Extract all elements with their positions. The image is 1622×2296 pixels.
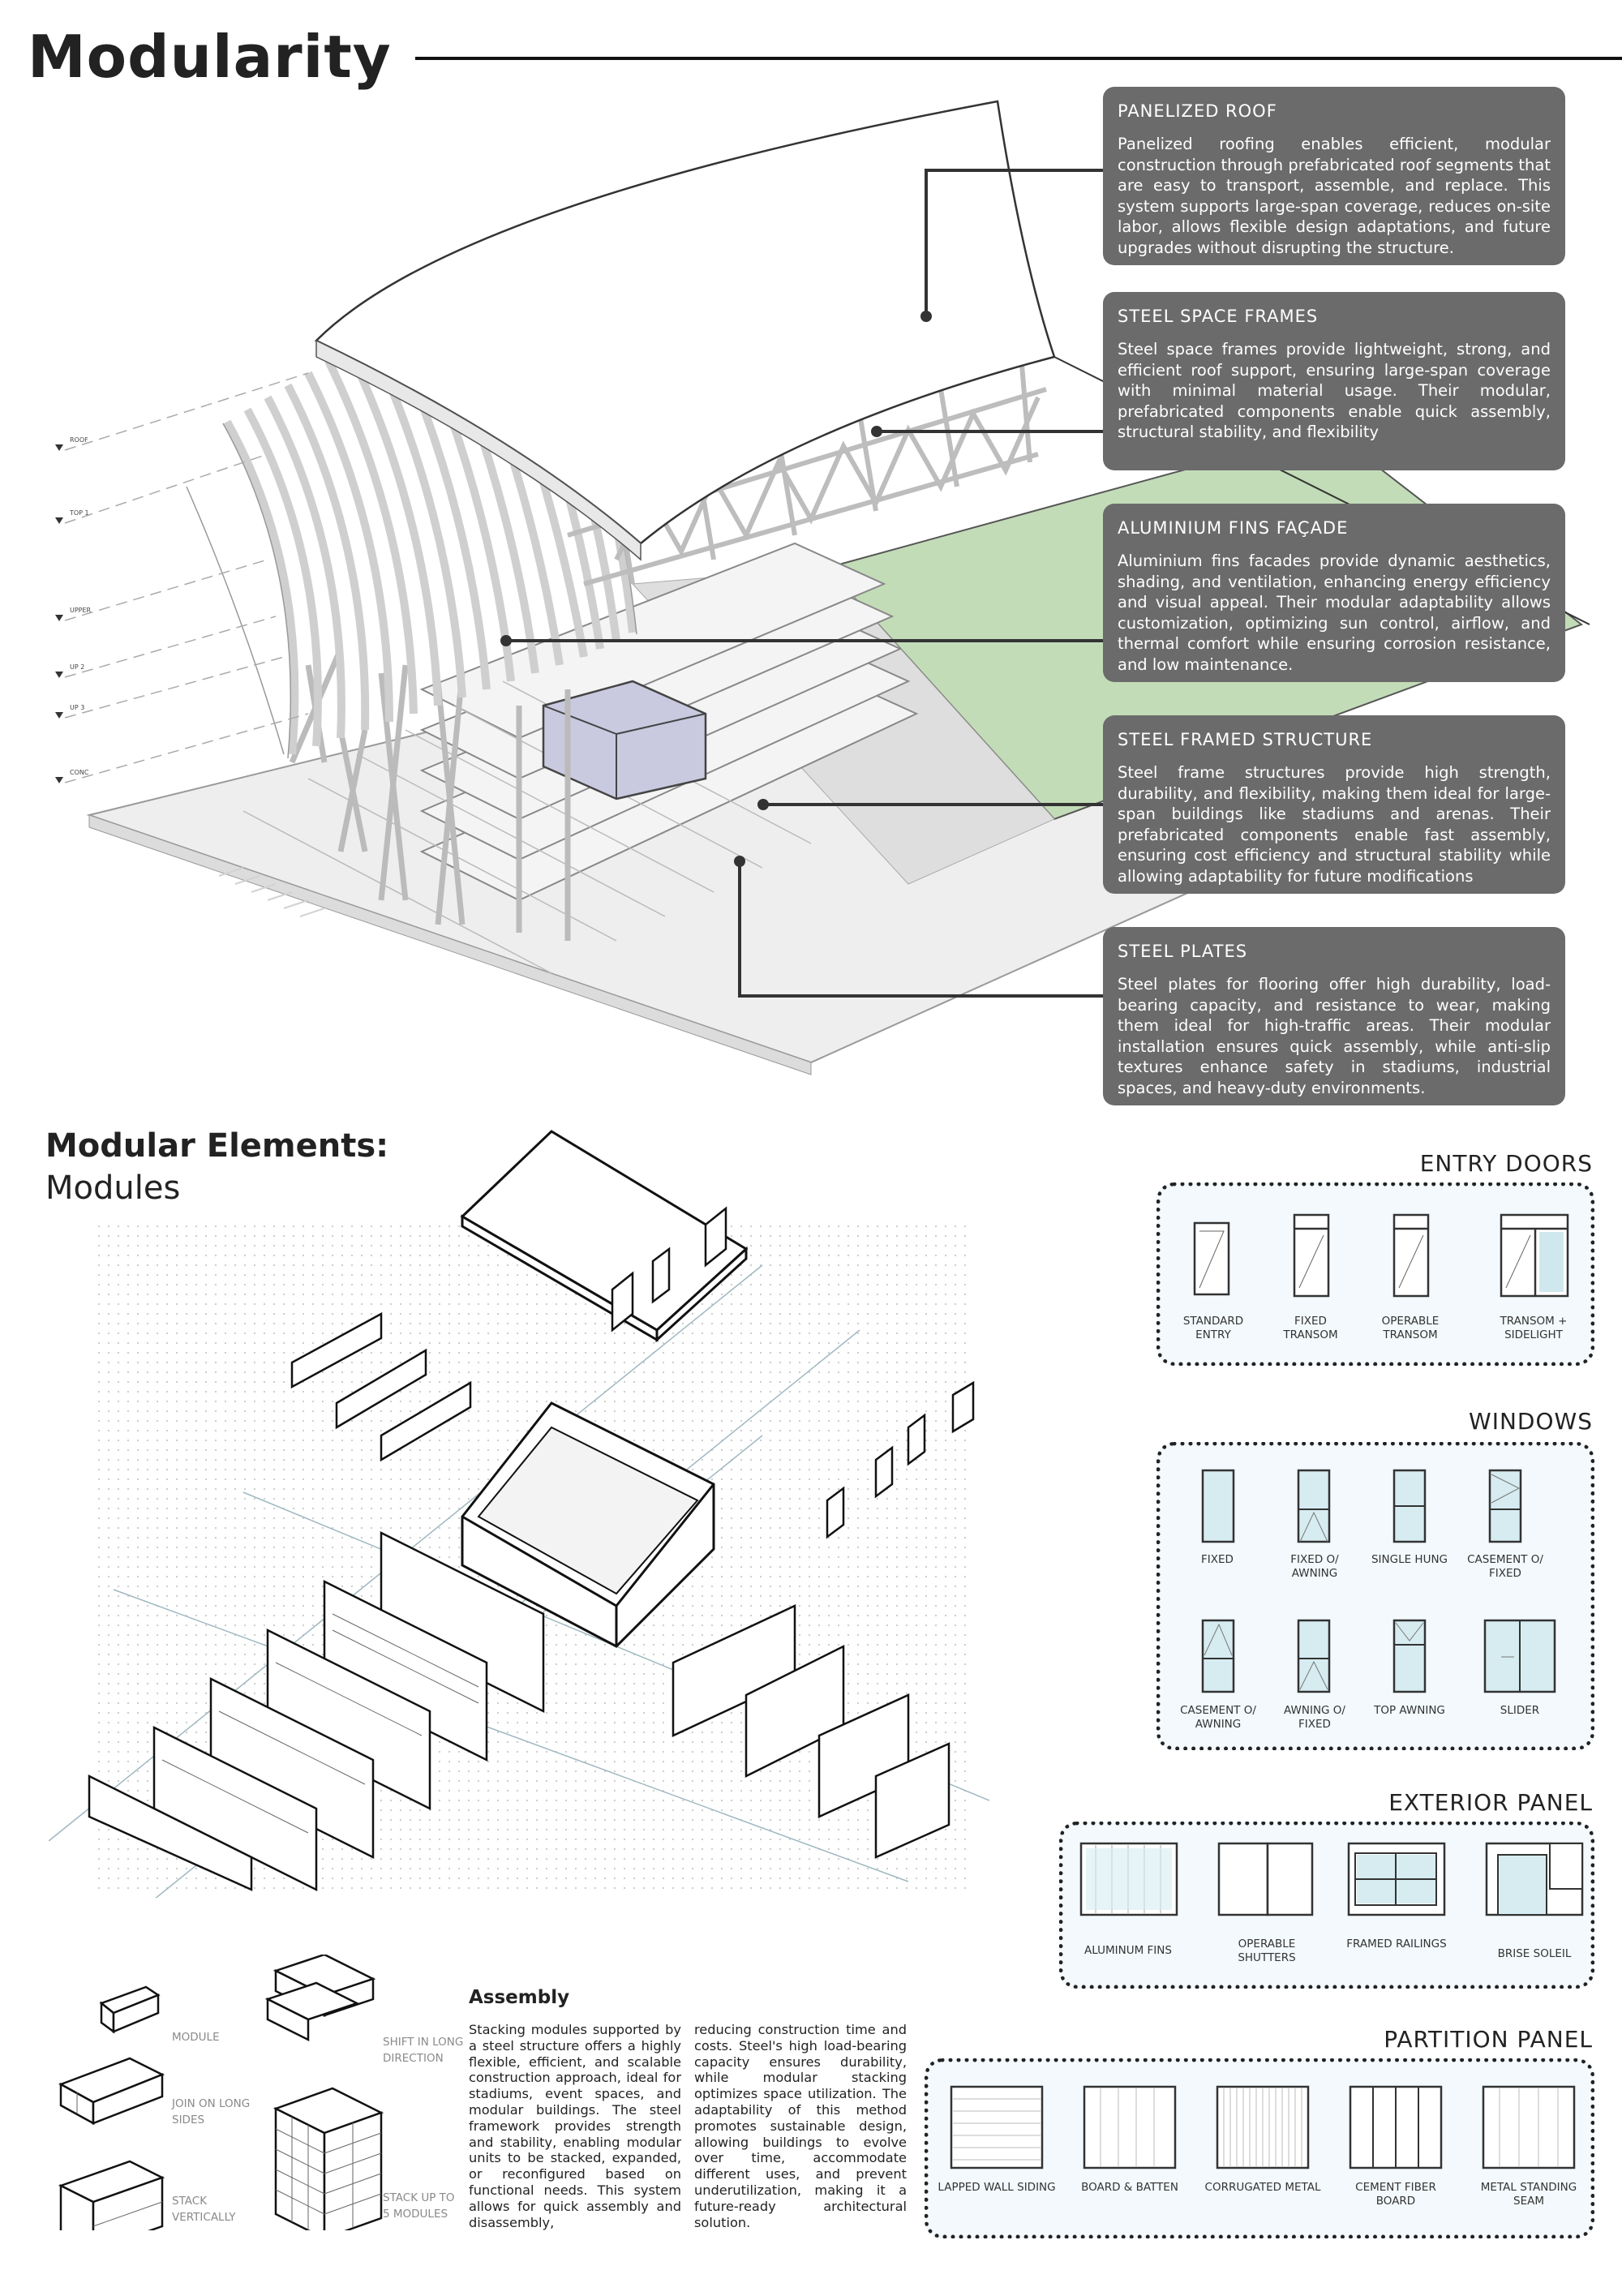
level-lines [64, 372, 309, 783]
window-label-fixed-awning: FIXED O/ AWNING [1290, 1553, 1339, 1580]
assembly-label-stack-5: STACK UP TO 5 MODULES [383, 2191, 455, 2221]
section-subtitle: Modules [45, 1169, 181, 1207]
door-label-standard: STANDARD ENTRY [1182, 1315, 1244, 1341]
window-label-awning-fixed: AWNING O/ FIXED [1284, 1704, 1345, 1731]
callout-text: Steel frame structures provide high stre… [1118, 763, 1551, 886]
entry-doors-title: ENTRY DOORS [1419, 1150, 1593, 1177]
leader-dot-fins [500, 635, 512, 646]
level-label-top1: TOP 1 [70, 509, 89, 517]
assembly-text-col2: reducing construction time and costs. St… [694, 2022, 907, 2230]
partition-label-corrugated-metal: CORRUGATED METAL [1204, 2181, 1321, 2194]
level-marker-triangles [55, 444, 63, 783]
door-label-fixed-transom: FIXED TRANSOM [1283, 1315, 1338, 1341]
assembly-label-join: JOIN ON LONG SIDES [172, 2097, 251, 2126]
partition-panel-panel: LAPPED WALL SIDING BOARD & BATTEN CORRUG… [925, 2058, 1594, 2238]
window-label-casement-awning: CASEMENT O/ AWNING [1180, 1704, 1256, 1731]
callout-steel-plates: STEEL PLATES Steel plates for flooring o… [1103, 927, 1565, 1105]
callout-text: Steel plates for flooring offer high dur… [1118, 975, 1551, 1097]
door-label-transom-sidelight: TRANSOM + SIDELIGHT [1500, 1315, 1568, 1341]
leader-dot-plates [734, 856, 745, 867]
level-label-up2: UP 2 [70, 663, 85, 671]
assembly-diagrams [58, 1955, 384, 2230]
door-label-operable-transom: OPERABLE TRANSOM [1381, 1315, 1440, 1341]
partition-panel-title: PARTITION PANEL [1384, 2026, 1593, 2053]
exterior-panel-icons [1079, 1842, 1584, 1916]
leader-dot-space-frame [871, 426, 882, 437]
glass-module [542, 680, 707, 800]
level-label-roof: ROOF [70, 436, 88, 444]
title-rule [415, 57, 1622, 60]
leader-dot-frame [757, 799, 769, 810]
window-label-fixed: FIXED [1201, 1553, 1234, 1566]
partition-label-lapped-wall-siding: LAPPED WALL SIDING [938, 2181, 1056, 2194]
window-label-top-awning: TOP AWNING [1374, 1704, 1445, 1717]
callout-title: ALUMINIUM FINS FAÇADE [1118, 518, 1349, 538]
assembly-label-shift: SHIFT IN LONG DIRECTION [383, 2036, 464, 2065]
window-icons [1201, 1469, 1556, 1693]
assembly-text-col1: Stacking modules supported by a steel st… [469, 2022, 681, 2230]
partition-label-board-batten: BOARD & BATTEN [1081, 2181, 1178, 2194]
assembly-title: Assembly [469, 1987, 570, 2008]
partition-label-cement-fiber-board: CEMENT FIBER BOARD [1355, 2181, 1436, 2208]
door-icons [1193, 1213, 1569, 1298]
exterior-label-brise-soleil: BRISE SOLEIL [1497, 1947, 1572, 1960]
partition-panel-icons [950, 2085, 1576, 2169]
callout-title: STEEL SPACE FRAMES [1118, 307, 1319, 326]
exterior-label-operable-shutters: OPERABLE SHUTTERS [1238, 1938, 1296, 1964]
level-label-conc: CONC [70, 769, 89, 776]
window-label-slider: SLIDER [1500, 1704, 1540, 1717]
exploded-module-diagram [49, 1130, 989, 1898]
callout-aluminium-fins: ALUMINIUM FINS FAÇADE Aluminium fins fac… [1103, 504, 1565, 682]
entry-doors-panel: STANDARD ENTRY FIXED TRANSOM OPERABLE TR… [1156, 1182, 1594, 1366]
callout-panelized-roof: PANELIZED ROOF Panelized roofing enables… [1103, 87, 1565, 265]
page-title: Modularity [28, 23, 392, 91]
exterior-label-aluminum-fins: ALUMINUM FINS [1084, 1944, 1172, 1957]
partition-label-metal-standing-seam: METAL STANDING SEAM [1480, 2181, 1577, 2208]
section-title: Modular Elements: [45, 1127, 389, 1165]
callout-text: Panelized roofing enables efficient, mod… [1118, 135, 1551, 257]
exterior-panel-panel: ALUMINUM FINS OPERABLE SHUTTERS FRAMED R… [1059, 1822, 1594, 1989]
callout-text: Aluminium fins facades provide dynamic a… [1118, 551, 1551, 674]
level-label-up3: UP 3 [70, 704, 85, 711]
window-label-casement-fixed: CASEMENT O/ FIXED [1467, 1553, 1543, 1580]
exterior-label-framed-railings: FRAMED RAILINGS [1346, 1938, 1447, 1951]
level-label-upper: UPPER [70, 607, 92, 614]
assembly-label-module: MODULE [172, 2031, 220, 2044]
callout-text: Steel space frames provide lightweight, … [1118, 340, 1551, 441]
windows-title: WINDOWS [1469, 1408, 1593, 1435]
leader-dot-roof [920, 311, 932, 322]
assembly-label-stack: STACK VERTICALLY [172, 2195, 236, 2224]
callout-title: STEEL FRAMED STRUCTURE [1118, 730, 1373, 749]
windows-panel: FIXED FIXED O/ AWNING SINGLE HUNG CASEME… [1156, 1442, 1594, 1750]
callout-steel-framed-structure: STEEL FRAMED STRUCTURE Steel frame struc… [1103, 715, 1565, 894]
exterior-panel-title: EXTERIOR PANEL [1388, 1789, 1593, 1816]
callout-steel-space-frames: STEEL SPACE FRAMES Steel space frames pr… [1103, 292, 1565, 470]
window-label-single-hung: SINGLE HUNG [1371, 1553, 1448, 1566]
callout-title: PANELIZED ROOF [1118, 101, 1277, 121]
callout-title: STEEL PLATES [1118, 942, 1248, 961]
